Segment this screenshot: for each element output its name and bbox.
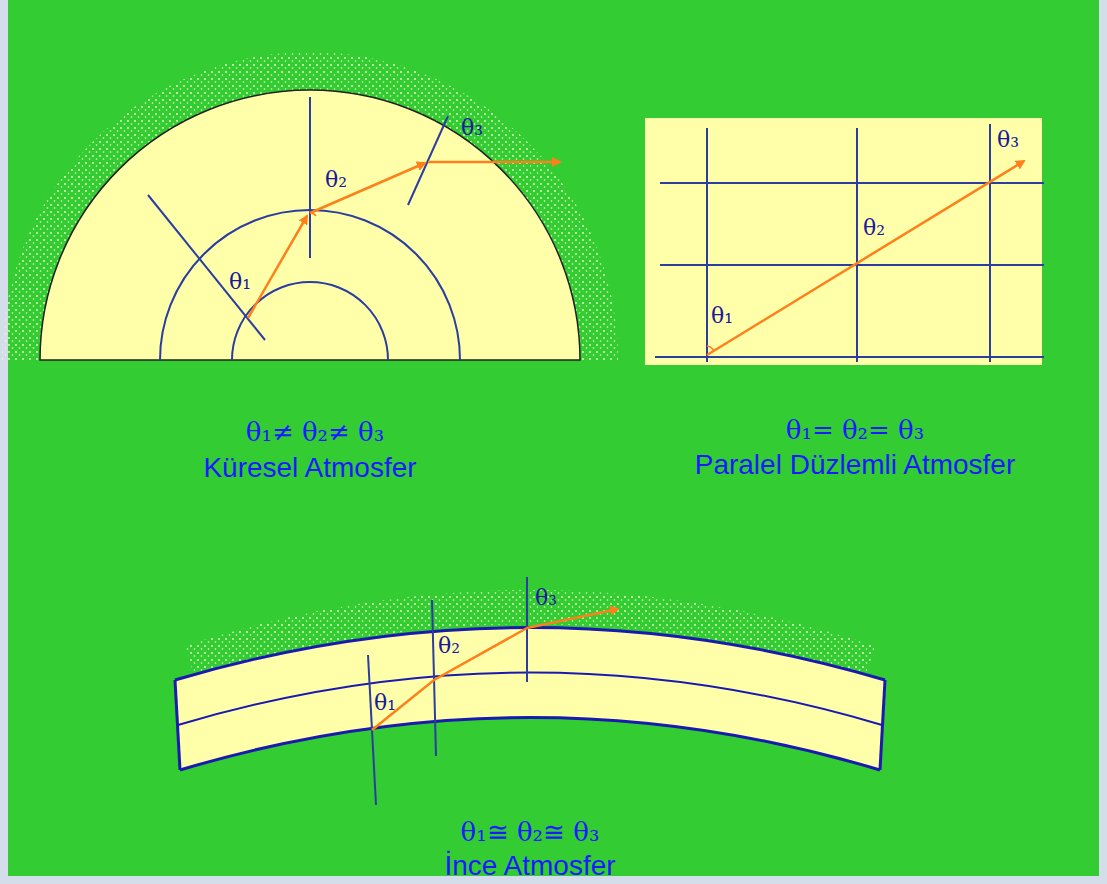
angle-label: θ₂ [863,216,885,240]
angle-label: θ₁ [229,270,251,294]
angle-relation: θ₁≠ θ₂≠ θ₃ [246,418,384,447]
angle-label: θ₂ [438,634,460,658]
angle-label: θ₃ [535,586,557,610]
angle-label: θ₁ [374,691,396,715]
angle-label: θ₂ [325,168,347,192]
caption-label: İnce Atmosfer [444,851,615,882]
angle-relation: θ₁≅ θ₂≅ θ₃ [461,818,600,847]
angle-relation: θ₁= θ₂= θ₃ [786,416,924,445]
angle-label: θ₃ [461,116,483,140]
angle-label: θ₃ [997,128,1019,152]
angle-label: θ₁ [711,304,733,328]
caption-label: Paralel Düzlemli Atmosfer [695,450,1016,481]
caption-label: Küresel Atmosfer [203,453,416,484]
